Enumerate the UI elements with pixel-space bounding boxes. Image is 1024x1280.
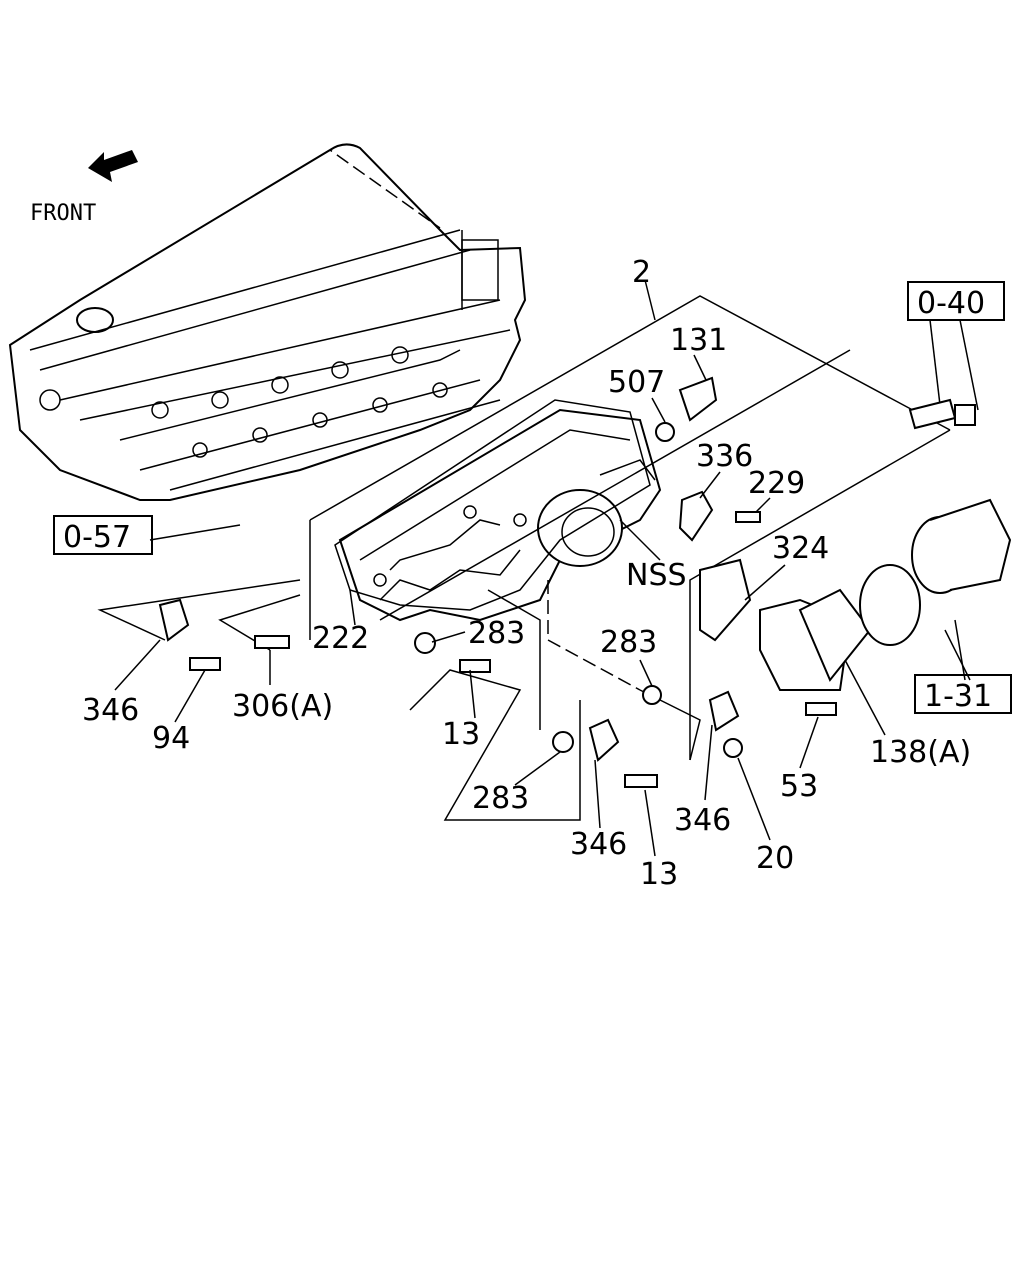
callout-283: 283 (468, 616, 525, 651)
callout-346: 346 (570, 827, 627, 862)
callout-324: 324 (772, 531, 829, 566)
callout-nss: NSS (626, 558, 687, 593)
callout-346: 346 (82, 693, 139, 728)
svg-text:1-31: 1-31 (924, 679, 992, 714)
callout-229: 229 (748, 466, 805, 501)
front-arrow-icon (88, 150, 138, 182)
callout-346: 346 (674, 803, 731, 838)
callout-53: 53 (780, 769, 818, 804)
front-label: FRONT (30, 201, 96, 226)
callout-131: 131 (670, 323, 727, 358)
callout-94: 94 (152, 721, 190, 756)
callout-222: 222 (312, 621, 369, 656)
callout-13: 13 (442, 717, 480, 752)
callout-283: 283 (472, 781, 529, 816)
callout-336: 336 (696, 439, 753, 474)
exhaust-manifold-drawing (338, 408, 662, 622)
gasket-drawing (334, 399, 651, 611)
callout-306a: 306(A) (232, 689, 333, 724)
reference-0-57[interactable]: 0-57 (53, 515, 153, 555)
svg-text:0-57: 0-57 (63, 520, 131, 555)
callout-20: 20 (756, 841, 794, 876)
reference-1-31[interactable]: 1-31 (914, 674, 1012, 714)
callout-13: 13 (640, 857, 678, 892)
svg-text:0-40: 0-40 (917, 286, 985, 321)
callout-2: 2 (632, 255, 651, 290)
callout-leaders (114, 354, 886, 857)
callout-507: 507 (608, 365, 665, 400)
small-parts (158, 376, 1012, 788)
engine-block-drawing (8, 143, 527, 501)
callout-283: 283 (600, 625, 657, 660)
reference-0-40[interactable]: 0-40 (907, 281, 1005, 321)
callout-138a: 138(A) (870, 735, 971, 770)
